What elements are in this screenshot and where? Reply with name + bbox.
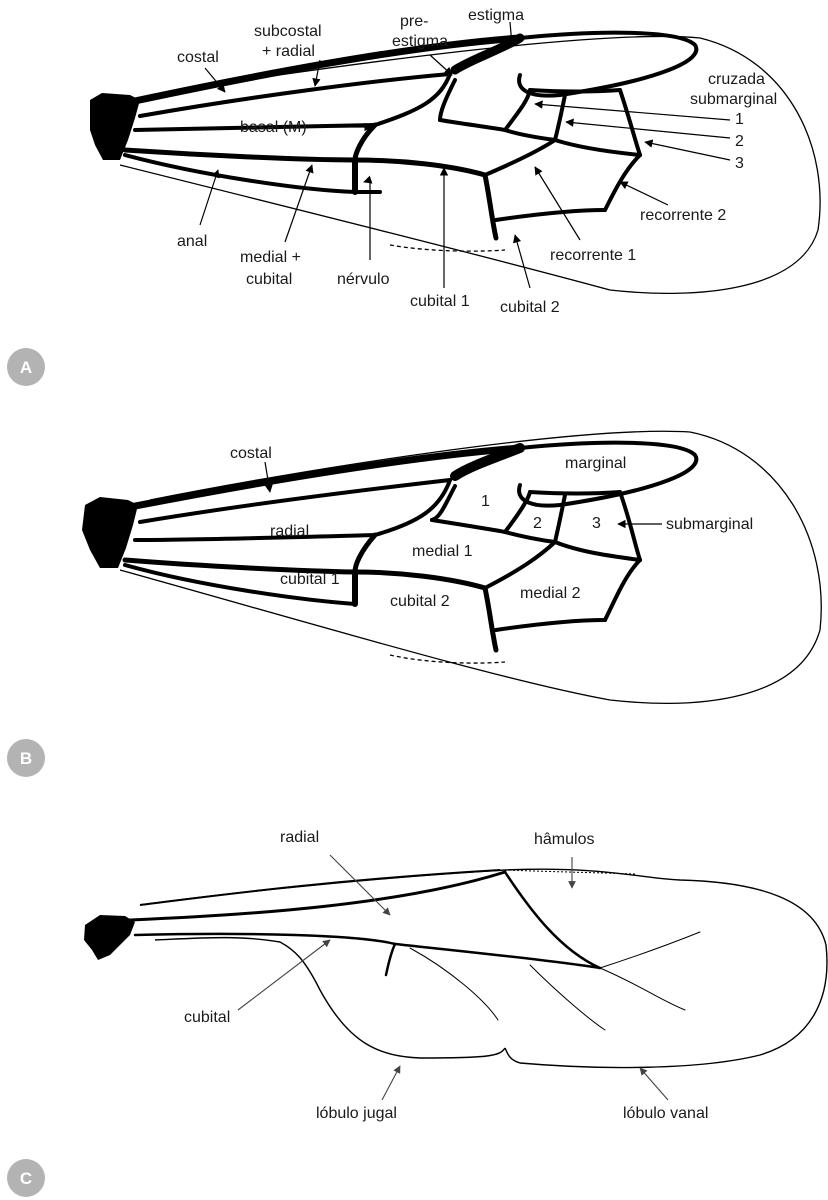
hindwing-outline — [140, 869, 827, 1067]
label-cell-2: 2 — [533, 515, 542, 532]
label-lobulo-vanal: lóbulo vanal — [623, 1105, 708, 1122]
label-cubital-1-b: cubital 1 — [280, 571, 340, 588]
label-anal: anal — [177, 233, 207, 250]
label-pre-estigma-line1: pre- — [400, 13, 428, 30]
label-subcostal-line2: + radial — [262, 43, 315, 60]
badge-c-text: C — [20, 1169, 32, 1188]
label-cruzada: cruzada — [708, 71, 765, 88]
label-costal-b: costal — [230, 445, 272, 462]
label-marginal: marginal — [565, 455, 626, 472]
badge-a-text: A — [20, 358, 32, 377]
label-submarginal-1: 1 — [735, 111, 744, 128]
panel-c: radial hâmulos cubital lóbulo jugal lóbu… — [7, 829, 827, 1197]
label-cubital-1-a: cubital 1 — [410, 293, 470, 310]
label-estigma-a: estigma — [468, 7, 524, 24]
label-hamulos: hâmulos — [534, 831, 594, 848]
badge-b-text: B — [20, 749, 32, 768]
label-basal: basal (M) — [240, 119, 307, 136]
label-submarginal-a: submarginal — [690, 91, 777, 108]
label-submarginal-b: submarginal — [666, 516, 753, 533]
label-cubital-2-b: cubital 2 — [390, 593, 450, 610]
label-recorrente-1: recorrente 1 — [550, 247, 636, 264]
label-recorrente-2: recorrente 2 — [640, 207, 726, 224]
label-medial-2: medial 2 — [520, 585, 581, 602]
label-radial-b: radial — [270, 523, 309, 540]
badge-c: C — [7, 1159, 45, 1197]
panel-b: costal marginal 1 2 3 submarginal radial… — [7, 431, 821, 777]
label-cell-3: 3 — [592, 515, 601, 532]
badge-a: A — [7, 348, 45, 386]
hindwing-leaders — [238, 855, 668, 1100]
label-radial-c: radial — [280, 829, 319, 846]
label-submarginal-3: 3 — [735, 155, 744, 172]
label-medial-1: medial 1 — [412, 543, 473, 560]
label-lobulo-jugal: lóbulo jugal — [316, 1105, 397, 1122]
panel-a: estigma pre- estigma subcostal + radial … — [7, 7, 820, 386]
label-medial-line2: cubital — [246, 271, 292, 288]
hindwing-veins — [84, 872, 700, 1030]
label-subcostal-line1: subcostal — [254, 23, 322, 40]
forewing-b-veins — [82, 443, 696, 650]
label-costal-a: costal — [177, 49, 219, 66]
label-pre-estigma-line2: estigma — [392, 33, 448, 50]
badge-b: B — [7, 739, 45, 777]
label-submarginal-2: 2 — [735, 133, 744, 150]
label-medial-line1: medial + — [240, 249, 301, 266]
label-cell-1: 1 — [481, 493, 490, 510]
label-nervulo: nérvulo — [337, 271, 390, 288]
label-cubital-2-a: cubital 2 — [500, 299, 560, 316]
label-cubital-c: cubital — [184, 1009, 230, 1026]
forewing-a-labels: estigma pre- estigma subcostal + radial … — [177, 7, 777, 316]
